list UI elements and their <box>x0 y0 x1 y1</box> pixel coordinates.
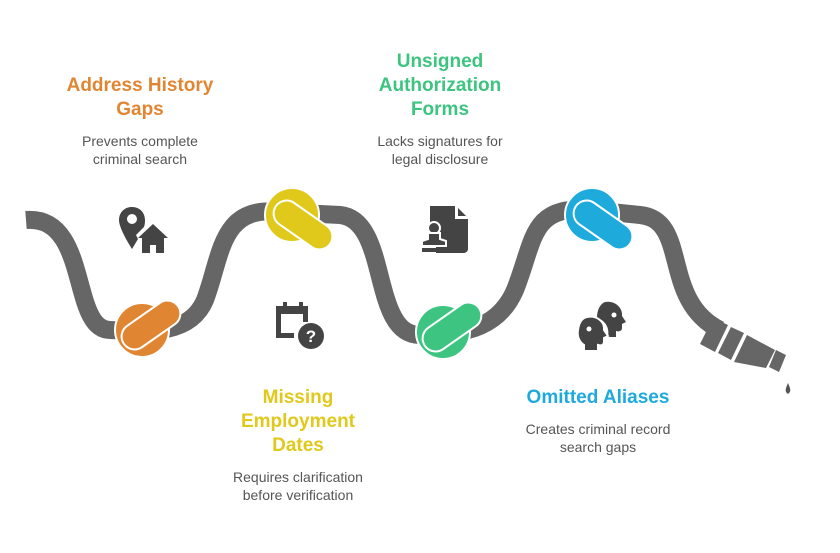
step-authorization-forms: Unsigned Authorization Forms Lacks signa… <box>340 50 540 168</box>
title-line: Authorization <box>378 75 502 96</box>
location-home-icon <box>119 207 168 253</box>
title-line: Omitted Aliases <box>526 387 670 408</box>
step-title: Address History Gaps <box>40 74 240 122</box>
step-omitted-aliases: Omitted Aliases Creates criminal record … <box>498 386 698 456</box>
step-title: Missing Employment Dates <box>198 386 398 458</box>
step-title: Unsigned Authorization Forms <box>340 50 540 122</box>
desc-line: legal disclosure <box>391 151 489 167</box>
knot-address-history <box>114 299 182 358</box>
desc-line: Creates criminal record <box>525 421 671 437</box>
title-line: Missing <box>262 387 334 408</box>
knot-authorization-forms <box>415 301 483 360</box>
desc-line: Prevents complete <box>82 133 198 149</box>
desc-line: search gaps <box>559 439 637 455</box>
step-description: Lacks signatures for legal disclosure <box>340 132 540 168</box>
desc-line: Requires clarification <box>233 469 363 485</box>
hose-nozzle <box>700 318 786 372</box>
title-line: Forms <box>410 99 470 120</box>
step-description: Creates criminal record search gaps <box>498 420 698 456</box>
title-line: Dates <box>272 435 324 456</box>
two-heads-icon <box>576 301 626 352</box>
step-employment-dates: Missing Employment Dates Requires clarif… <box>198 386 398 504</box>
svg-text:?: ? <box>306 327 316 346</box>
desc-line: before verification <box>242 487 354 503</box>
step-description: Prevents complete criminal search <box>40 132 240 168</box>
title-line: Unsigned <box>396 51 484 72</box>
knot-omitted-aliases <box>564 187 634 251</box>
title-line: Gaps <box>116 99 164 120</box>
step-description: Requires clarification before verificati… <box>198 468 398 504</box>
calendar-question-icon: ? <box>276 302 324 349</box>
document-stamp-icon <box>421 206 468 253</box>
step-title: Omitted Aliases <box>498 386 698 410</box>
water-drop <box>785 383 791 394</box>
desc-line: Lacks signatures for <box>377 133 503 149</box>
title-line: Employment <box>240 411 356 432</box>
title-line: Address History <box>66 75 214 96</box>
knot-employment-dates <box>264 187 334 251</box>
step-address-history: Address History Gaps Prevents complete c… <box>40 74 240 168</box>
desc-line: criminal search <box>92 151 188 167</box>
